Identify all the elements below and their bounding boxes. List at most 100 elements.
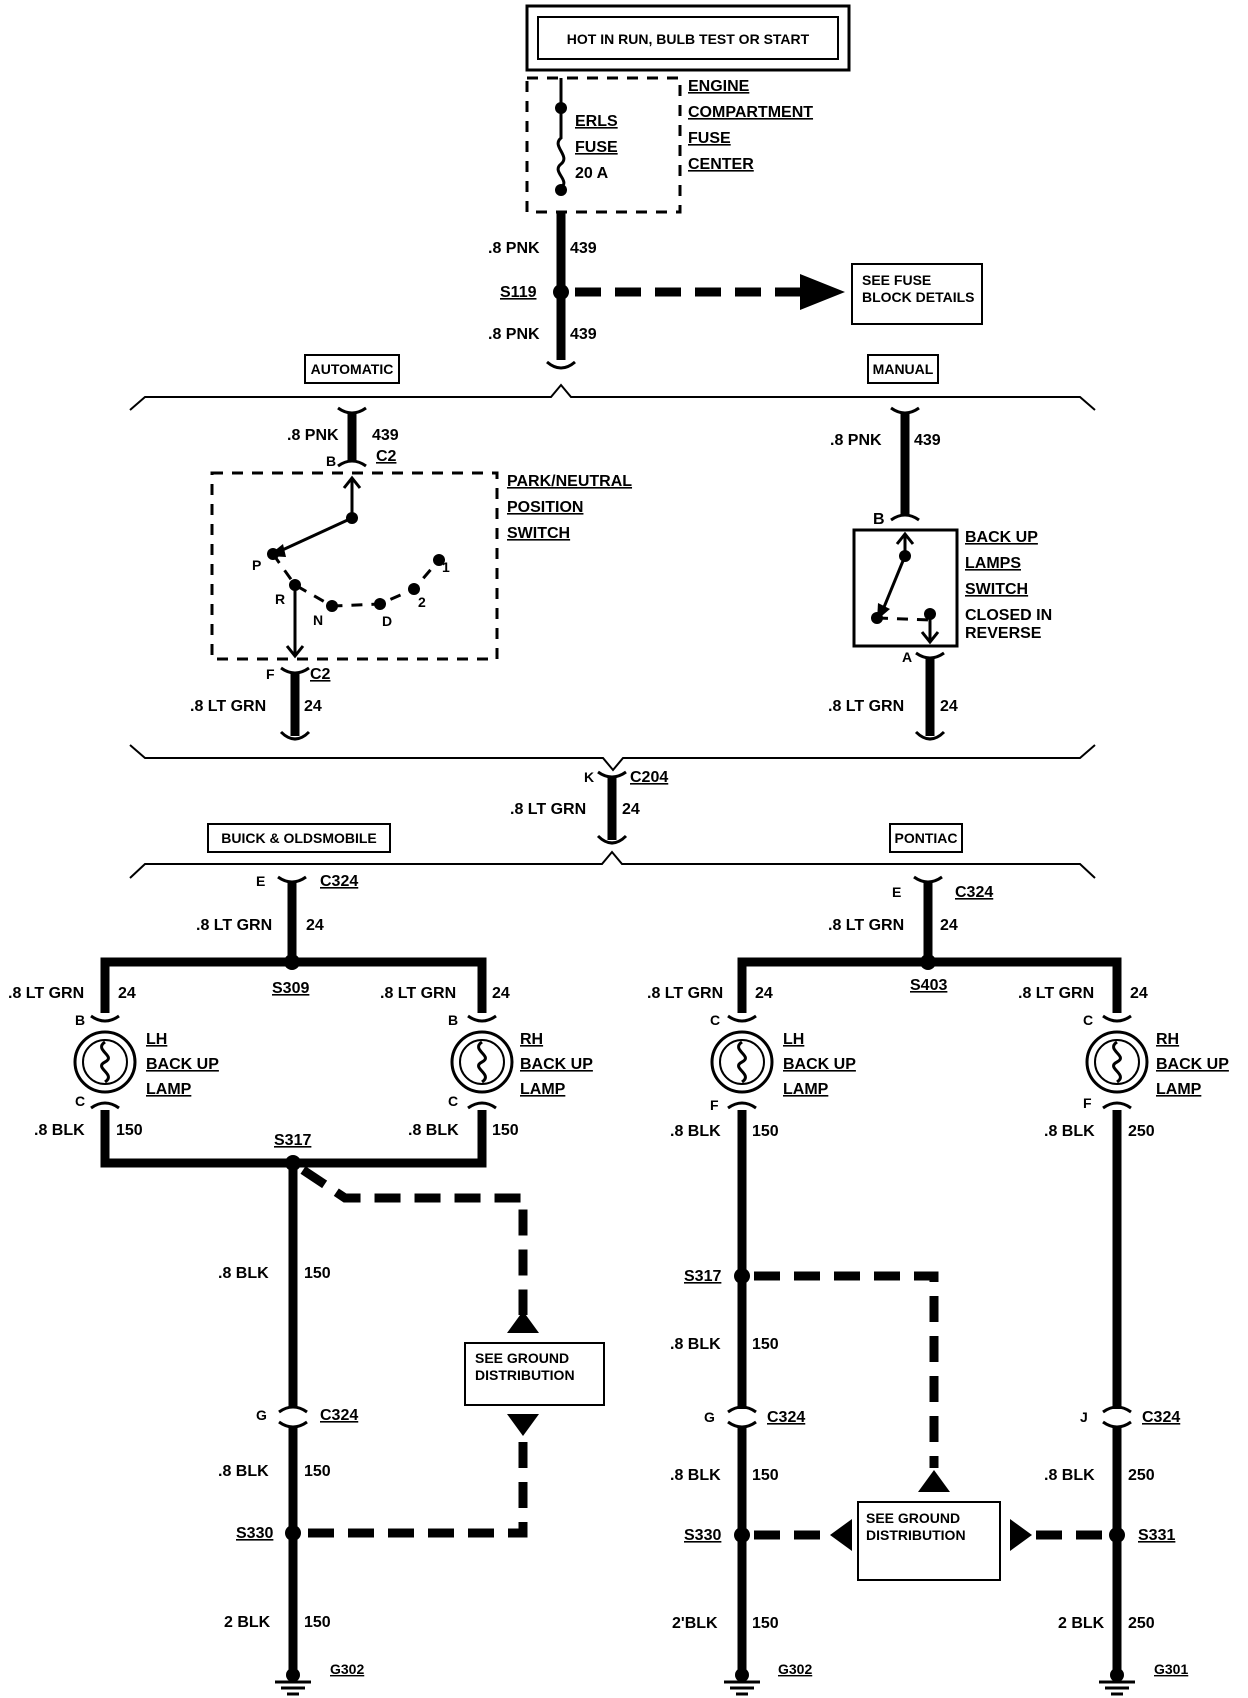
- wire-circuit-150-pontiac-low: 150: [752, 1467, 779, 1484]
- splice-s317-pontiac-label: S317: [684, 1268, 721, 1285]
- ground-icon: [724, 1668, 760, 1696]
- see-ground-pontiac-2: DISTRIBUTION: [866, 1527, 966, 1543]
- see-fuse-box: [851, 263, 983, 325]
- wire-circuit-24-buick: 24: [306, 917, 324, 934]
- connector-c2-bottom: C2: [310, 666, 331, 683]
- splice-s309: [284, 954, 300, 970]
- pin-g-pontiac: G: [704, 1409, 715, 1425]
- wire-label-blk-pontiac-rh: .8 BLK: [1044, 1123, 1095, 1140]
- wire-label-ltgrn-pontiac-lh: .8 LT GRN: [647, 985, 723, 1002]
- backup-switch-label-3: SWITCH: [965, 581, 1028, 598]
- wire-circuit-24-pontiac-lh: 24: [755, 985, 773, 1002]
- wire-label-blk-buick-mid: .8 BLK: [218, 1265, 269, 1282]
- pin-b-buick-lh: B: [75, 1012, 85, 1028]
- wire-circuit-439-2: 439: [570, 326, 597, 343]
- wire-label-pnk-2: .8 PNK: [488, 326, 540, 343]
- position-1: 1: [442, 559, 450, 575]
- pin-f-auto: F: [266, 666, 275, 682]
- pin-b-buick-rh: B: [448, 1012, 458, 1028]
- bulb-icon: [477, 1040, 487, 1084]
- lh-back-up-lamp-pontiac: C F LH BACK UP LAMP: [710, 1012, 856, 1113]
- pin-k: K: [584, 769, 594, 785]
- backup-switch-label-2: LAMPS: [965, 555, 1021, 572]
- pin-c-buick-rh: C: [448, 1093, 458, 1109]
- wire-circuit-24-c204: 24: [622, 801, 640, 818]
- label-automatic-box: [304, 354, 400, 384]
- wire-label-blk-pontiac-lh: .8 BLK: [670, 1123, 721, 1140]
- see-ground-box-pontiac: [857, 1501, 1001, 1581]
- splice-s317-buick-label: S317: [274, 1132, 311, 1149]
- power-header: HOT IN RUN, BULB TEST OR START: [567, 31, 810, 47]
- park-switch-label-3: SWITCH: [507, 525, 570, 542]
- wire-label-blk-buick-low: .8 BLK: [218, 1463, 269, 1480]
- wire-label-ltgrn-auto: .8 LT GRN: [190, 698, 266, 715]
- brace-bottom-transmission: [129, 744, 1096, 772]
- backup-switch-note-2: REVERSE: [965, 625, 1042, 642]
- splice-s119: [553, 284, 569, 300]
- splice-s331: [1109, 1527, 1125, 1543]
- connector-c2-top: C2: [376, 448, 397, 465]
- splice-s330-buick: [285, 1525, 301, 1541]
- label-buick-olds: BUICK & OLDSMOBILE: [221, 830, 377, 846]
- wire-label-2blk-pontiac-lh: 2'BLK: [672, 1615, 718, 1632]
- wire-circuit-24-buick-lh: 24: [118, 985, 136, 1002]
- wire-label-ltgrn-buick-rh: .8 LT GRN: [380, 985, 456, 1002]
- lh-pontiac-label-2: BACK UP: [783, 1056, 856, 1073]
- wire-circuit-150-pontiac-lh: 150: [752, 1123, 779, 1140]
- pin-b-manual: B: [873, 511, 885, 528]
- pin-a-manual: A: [902, 649, 912, 665]
- rh-lamp-label-2: BACK UP: [520, 1056, 593, 1073]
- fuse-name: ERLS: [575, 113, 618, 130]
- arrow-down-icon: [285, 645, 305, 659]
- ground-icon: [275, 1668, 311, 1696]
- arrow-right-icon: [800, 274, 845, 310]
- splice-s309-label: S309: [272, 980, 309, 997]
- splice-s330-buick-label: S330: [236, 1525, 273, 1542]
- splice-s330-pontiac-label: S330: [684, 1527, 721, 1544]
- fuse-center: ERLS FUSE 20 A ENGINE COMPARTMENT FUSE C…: [525, 76, 813, 214]
- see-fuse-line1: SEE FUSE: [862, 272, 931, 288]
- dashed-s317-pontiac-to-ground: [754, 1271, 939, 1468]
- lh-pontiac-label-1: LH: [783, 1031, 804, 1048]
- dashed-s317-to-ground: [300, 1166, 528, 1315]
- pin-e-buick: E: [256, 873, 265, 889]
- wire-circuit-24-auto: 24: [304, 698, 322, 715]
- wire-label-pnk-auto: .8 PNK: [287, 427, 339, 444]
- lh-lamp-label-3: LAMP: [146, 1081, 192, 1098]
- label-manual-box: [867, 354, 939, 384]
- position-n: N: [313, 612, 323, 628]
- automatic-branch: .8 PNK 439 B C2 PARK/NEUTRAL POSITION SW…: [190, 406, 632, 741]
- wire-label-blk-pontiac-rh-low: .8 BLK: [1044, 1467, 1095, 1484]
- manual-branch: .8 PNK 439 B BACK UP LAMPS SWITCH CLOSED…: [828, 406, 1052, 741]
- wire-label-ltgrn-pontiac: .8 LT GRN: [828, 917, 904, 934]
- backup-switch-note-1: CLOSED IN: [965, 607, 1052, 624]
- fuse-word: FUSE: [575, 139, 618, 156]
- wire-label-ltgrn-buick: .8 LT GRN: [196, 917, 272, 934]
- wire-label-blk-buick-rh: .8 BLK: [408, 1122, 459, 1139]
- park-switch-label-2: POSITION: [507, 499, 583, 516]
- back-up-lamps-switch-box: [852, 528, 959, 648]
- wire-circuit-24-buick-rh: 24: [492, 985, 510, 1002]
- label-automatic: AUTOMATIC: [311, 361, 394, 377]
- label-pontiac-box: [889, 823, 963, 853]
- wire-label-ltgrn-manual: .8 LT GRN: [828, 698, 904, 715]
- see-ground-pontiac-1: SEE GROUND: [866, 1510, 960, 1526]
- wire-circuit-24-manual: 24: [940, 698, 958, 715]
- wire-circuit-150-buick-low: 150: [304, 1463, 331, 1480]
- pin-e-pontiac: E: [892, 884, 901, 900]
- rh-back-up-lamp-pontiac: C F RH BACK UP LAMP: [1083, 1012, 1229, 1111]
- pin-f-pontiac-rh: F: [1083, 1095, 1092, 1111]
- wire-circuit-150-pontiac-ground: 150: [752, 1615, 779, 1632]
- wire-circuit-439-manual: 439: [914, 432, 941, 449]
- brace-top-transmission: [129, 383, 1096, 411]
- wire-circuit-250-pontiac-rh-low: 250: [1128, 1467, 1155, 1484]
- pin-c-pontiac-lh: C: [710, 1012, 720, 1028]
- arrow-up-icon: [918, 1470, 950, 1492]
- bulb-icon: [1112, 1040, 1122, 1084]
- dashed-ground-to-s330: [305, 1442, 528, 1538]
- see-fuse-line2: BLOCK DETAILS: [862, 289, 975, 305]
- see-ground-buick-1: SEE GROUND: [475, 1350, 569, 1366]
- connector-c324-pontiac-top: C324: [955, 884, 993, 901]
- connector-c204-section: K C204 .8 LT GRN 24: [510, 769, 668, 845]
